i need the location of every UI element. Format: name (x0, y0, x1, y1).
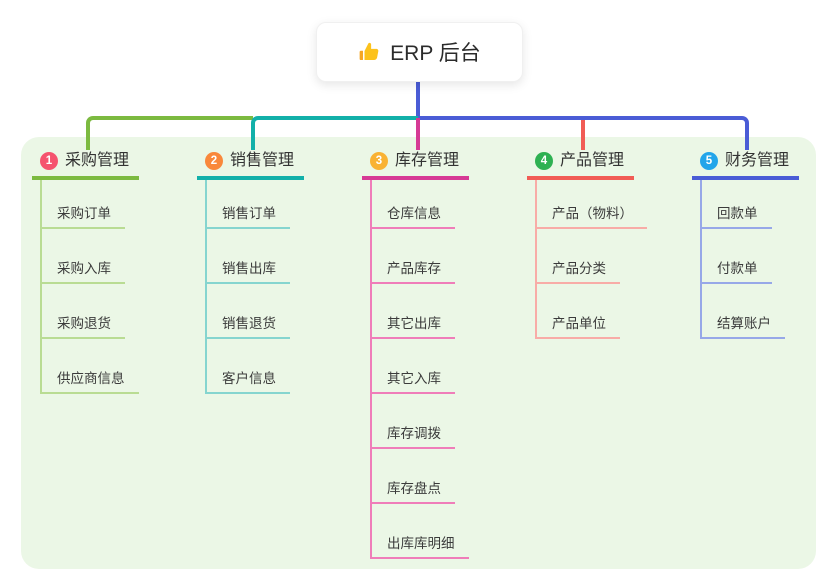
branch-node[interactable]: 3 库存管理 (362, 150, 470, 180)
child-node-label: 客户信息 (222, 371, 276, 386)
branch-index-badge: 5 (700, 152, 718, 170)
branch-node[interactable]: 2 销售管理 (197, 150, 305, 180)
branch-children: 销售订单销售出库销售退货客户信息 (205, 180, 304, 394)
branch-node-label: 产品管理 (560, 152, 625, 169)
child-node[interactable]: 其它入库 (372, 339, 455, 394)
branch-5-connector (418, 116, 749, 150)
branch-children: 回款单付款单结算账户 (700, 180, 799, 339)
branch-index-badge: 3 (370, 152, 388, 170)
child-node[interactable]: 仓库信息 (372, 180, 455, 229)
child-node-label: 销售退货 (222, 316, 276, 331)
child-node[interactable]: 产品（物料） (537, 180, 647, 229)
child-node[interactable]: 采购订单 (42, 180, 125, 229)
child-node[interactable]: 结算账户 (702, 284, 785, 339)
child-node-label: 库存盘点 (387, 481, 441, 496)
child-node-label: 回款单 (717, 206, 758, 221)
branch-node-label: 财务管理 (725, 152, 790, 169)
branch-index-badge: 2 (205, 152, 223, 170)
branch-children: 采购订单采购入库采购退货供应商信息 (40, 180, 139, 394)
branch-2-connector (251, 116, 418, 150)
child-node[interactable]: 产品单位 (537, 284, 620, 339)
child-node-label: 库存调拨 (387, 426, 441, 441)
root-node[interactable]: ERP 后台 (316, 22, 523, 82)
child-node-label: 销售出库 (222, 261, 276, 276)
child-node-label: 采购入库 (57, 261, 111, 276)
branch-4-connector (581, 120, 585, 150)
child-node[interactable]: 回款单 (702, 180, 772, 229)
branch-1: 1 采购管理 采购订单采购入库采购退货供应商信息 (32, 150, 140, 394)
child-node-label: 供应商信息 (57, 371, 125, 386)
branch-4: 4 产品管理 产品（物料） 产品分类产品单位 (527, 150, 647, 339)
child-node-label: 结算账户 (717, 316, 771, 331)
branch-node-label: 销售管理 (230, 152, 295, 169)
branches-background-panel (21, 137, 816, 569)
child-node[interactable]: 销售订单 (207, 180, 290, 229)
child-node-label: 采购订单 (57, 206, 111, 221)
child-node[interactable]: 客户信息 (207, 339, 290, 394)
child-node[interactable]: 库存调拨 (372, 394, 455, 449)
branch-index-badge: 1 (40, 152, 58, 170)
child-node[interactable]: 库存盘点 (372, 449, 455, 504)
child-node[interactable]: 销售退货 (207, 284, 290, 339)
branch-children: 仓库信息产品库存其它出库其它入库库存调拨库存盘点出库库明细 (370, 180, 469, 559)
child-node-label: 采购退货 (57, 316, 111, 331)
root-stem-connector (416, 82, 420, 118)
child-node[interactable]: 供应商信息 (42, 339, 139, 394)
thumbs-up-icon (358, 41, 381, 64)
child-node[interactable]: 出库库明细 (372, 504, 469, 559)
branch-node[interactable]: 1 采购管理 (32, 150, 140, 180)
branch-5: 5 财务管理 回款单付款单结算账户 (692, 150, 800, 339)
child-node-label: 其它入库 (387, 371, 441, 386)
child-node[interactable]: 产品分类 (537, 229, 620, 284)
child-node-label: 仓库信息 (387, 206, 441, 221)
root-node-label: ERP 后台 (390, 42, 481, 65)
branch-node[interactable]: 4 产品管理 (527, 150, 635, 180)
branch-2: 2 销售管理 销售订单销售出库销售退货客户信息 (197, 150, 305, 394)
child-node[interactable]: 付款单 (702, 229, 772, 284)
child-node[interactable]: 采购退货 (42, 284, 125, 339)
child-node[interactable]: 采购入库 (42, 229, 125, 284)
child-node-label: 产品分类 (552, 261, 606, 276)
child-node-label: 产品库存 (387, 261, 441, 276)
branch-node-label: 采购管理 (65, 152, 130, 169)
branch-3-connector (416, 118, 420, 150)
child-node-label: 销售订单 (222, 206, 276, 221)
branch-node[interactable]: 5 财务管理 (692, 150, 800, 180)
child-node[interactable]: 其它出库 (372, 284, 455, 339)
child-node-label: 产品（物料） (552, 206, 633, 221)
branch-node-label: 库存管理 (395, 152, 460, 169)
branch-index-badge: 4 (535, 152, 553, 170)
child-node[interactable]: 销售出库 (207, 229, 290, 284)
child-node-label: 产品单位 (552, 316, 606, 331)
branch-1-connector (86, 116, 253, 150)
branch-3: 3 库存管理 仓库信息产品库存其它出库其它入库库存调拨库存盘点出库库明细 (362, 150, 470, 559)
child-node-label: 付款单 (717, 261, 758, 276)
child-node-label: 出库库明细 (387, 536, 455, 551)
child-node-label: 其它出库 (387, 316, 441, 331)
branch-children: 产品（物料） 产品分类产品单位 (535, 180, 647, 339)
child-node[interactable]: 产品库存 (372, 229, 455, 284)
